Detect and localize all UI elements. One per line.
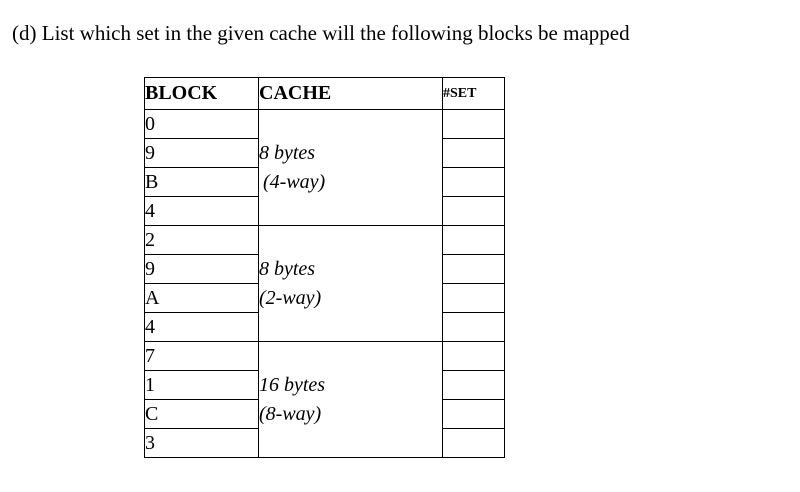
block-cell: 9 (144, 254, 259, 284)
header-block: BLOCK (144, 77, 259, 110)
block-cell: A (144, 283, 259, 313)
table-row: 3 (144, 428, 505, 458)
header-set: #SET (442, 77, 505, 110)
block-cell: 4 (144, 196, 259, 226)
set-answer-cell[interactable] (442, 196, 505, 226)
table-row: 2 8 bytes (2-way) (144, 225, 505, 342)
set-answer-cell[interactable] (442, 225, 505, 255)
cache-config-cell: 8 bytes (4-way) (258, 109, 443, 226)
cache-associativity: (4-way) (263, 170, 326, 193)
block-cell: 3 (144, 428, 259, 458)
table-row: A (144, 283, 505, 313)
cache-mapping-table: BLOCK CACHE #SET 0 8 bytes (4-way) 9 B 4 (144, 77, 505, 458)
header-cache: CACHE (258, 77, 443, 110)
table-row: 7 16 bytes (8-way) (144, 341, 505, 458)
block-cell: 4 (144, 312, 259, 342)
set-answer-cell[interactable] (442, 399, 505, 429)
table-row: 1 (144, 370, 505, 400)
cache-size: 8 bytes (259, 141, 316, 164)
table-header-row: BLOCK CACHE #SET (144, 77, 505, 110)
table-row: 9 (144, 254, 505, 284)
set-answer-cell[interactable] (442, 138, 505, 168)
set-answer-cell[interactable] (442, 109, 505, 139)
cache-size: 8 bytes (259, 257, 316, 280)
set-answer-cell[interactable] (442, 283, 505, 313)
block-cell: 9 (144, 138, 259, 168)
block-cell: 7 (144, 341, 259, 371)
table-row: 9 (144, 138, 505, 168)
set-answer-cell[interactable] (442, 312, 505, 342)
block-cell: 0 (144, 109, 259, 139)
block-cell: C (144, 399, 259, 429)
set-answer-cell[interactable] (442, 167, 505, 197)
table-row: 0 8 bytes (4-way) (144, 109, 505, 226)
cache-size: 16 bytes (259, 373, 326, 396)
set-answer-cell[interactable] (442, 341, 505, 371)
block-cell: 2 (144, 225, 259, 255)
set-answer-cell[interactable] (442, 428, 505, 458)
question-text: (d) List which set in the given cache wi… (12, 21, 630, 45)
block-cell: 1 (144, 370, 259, 400)
set-answer-cell[interactable] (442, 254, 505, 284)
cache-associativity: (8-way) (259, 402, 322, 425)
set-answer-cell[interactable] (442, 370, 505, 400)
table-row: 4 (144, 312, 505, 342)
cache-config-cell: 16 bytes (8-way) (258, 341, 443, 458)
cache-associativity: (2-way) (259, 286, 322, 309)
table-row: B (144, 167, 505, 197)
block-cell: B (144, 167, 259, 197)
cache-config-cell: 8 bytes (2-way) (258, 225, 443, 342)
